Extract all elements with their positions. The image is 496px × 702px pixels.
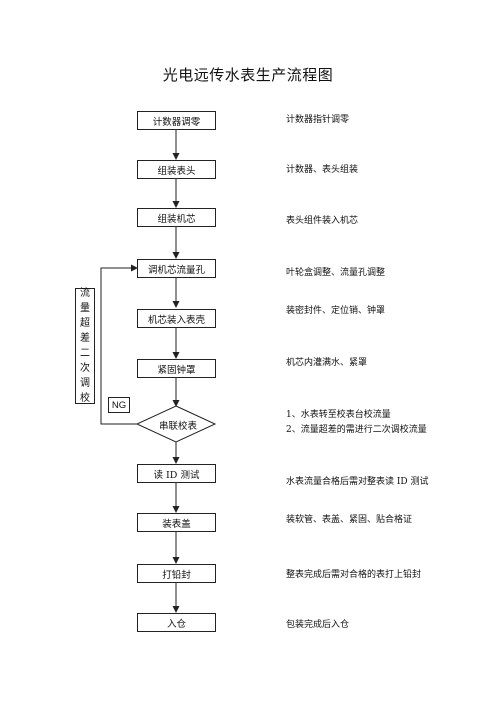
ng-label: NG	[108, 397, 130, 413]
step-counter-zero: 计数器调零	[137, 111, 216, 130]
step-assemble-head: 组装表头	[137, 160, 216, 179]
page-title: 光电远传水表生产流程图	[162, 66, 334, 84]
note-lead-seal: 整表完成后需对合格的表打上铅封	[286, 570, 422, 580]
step-core-into-shell: 机芯装入表壳	[137, 309, 216, 328]
note-calibration-1: 1、水表转至校表台校流量	[286, 410, 391, 420]
step-warehouse: 入仓	[137, 613, 216, 632]
side-char: 超	[80, 318, 90, 329]
side-char: 量	[80, 303, 90, 314]
step-series-calibration: 串联校表	[158, 421, 197, 432]
note-adjust-flow-hole: 叶轮盒调整、流量孔调整	[286, 268, 386, 278]
note-assemble-head: 计数器、表头组装	[286, 165, 359, 175]
recalibration-side-label: 流 量 超 差 二 次 调 校	[75, 288, 95, 404]
step-lead-seal: 打铅封	[137, 564, 216, 583]
side-char: 校	[80, 393, 90, 404]
side-char: 差	[80, 333, 90, 344]
note-calibration-2: 2、流量超差的需进行二次调校流量	[286, 425, 427, 435]
side-char: 次	[80, 363, 90, 374]
step-tighten-bell: 紧固钟罩	[137, 359, 216, 378]
note-core-into-shell: 装密封件、定位销、钟罩	[286, 306, 386, 316]
note-tighten-bell: 机芯内灌满水、紧罩	[286, 358, 368, 368]
step-read-id-test: 读 ID 测试	[137, 464, 216, 483]
step-assemble-core: 组装机芯	[137, 208, 216, 227]
note-counter-zero: 计数器指针调零	[286, 115, 350, 125]
note-install-cover: 装软管、表盖、紧固、贴合格证	[286, 515, 413, 525]
ng-loop-line	[100, 264, 138, 425]
side-char: 二	[80, 348, 90, 359]
note-warehouse: 包装完成后入仓	[286, 620, 350, 630]
side-char: 流	[80, 288, 90, 299]
step-adjust-flow-hole: 调机芯流量孔	[137, 259, 216, 278]
step-install-cover: 装表盖	[137, 513, 216, 532]
note-read-id-test: 水表流量合格后需对整表读 ID 测试	[286, 477, 429, 487]
side-char: 调	[80, 378, 90, 389]
check-diamond	[135, 405, 217, 443]
note-assemble-core: 表头组件装入机芯	[286, 216, 359, 226]
